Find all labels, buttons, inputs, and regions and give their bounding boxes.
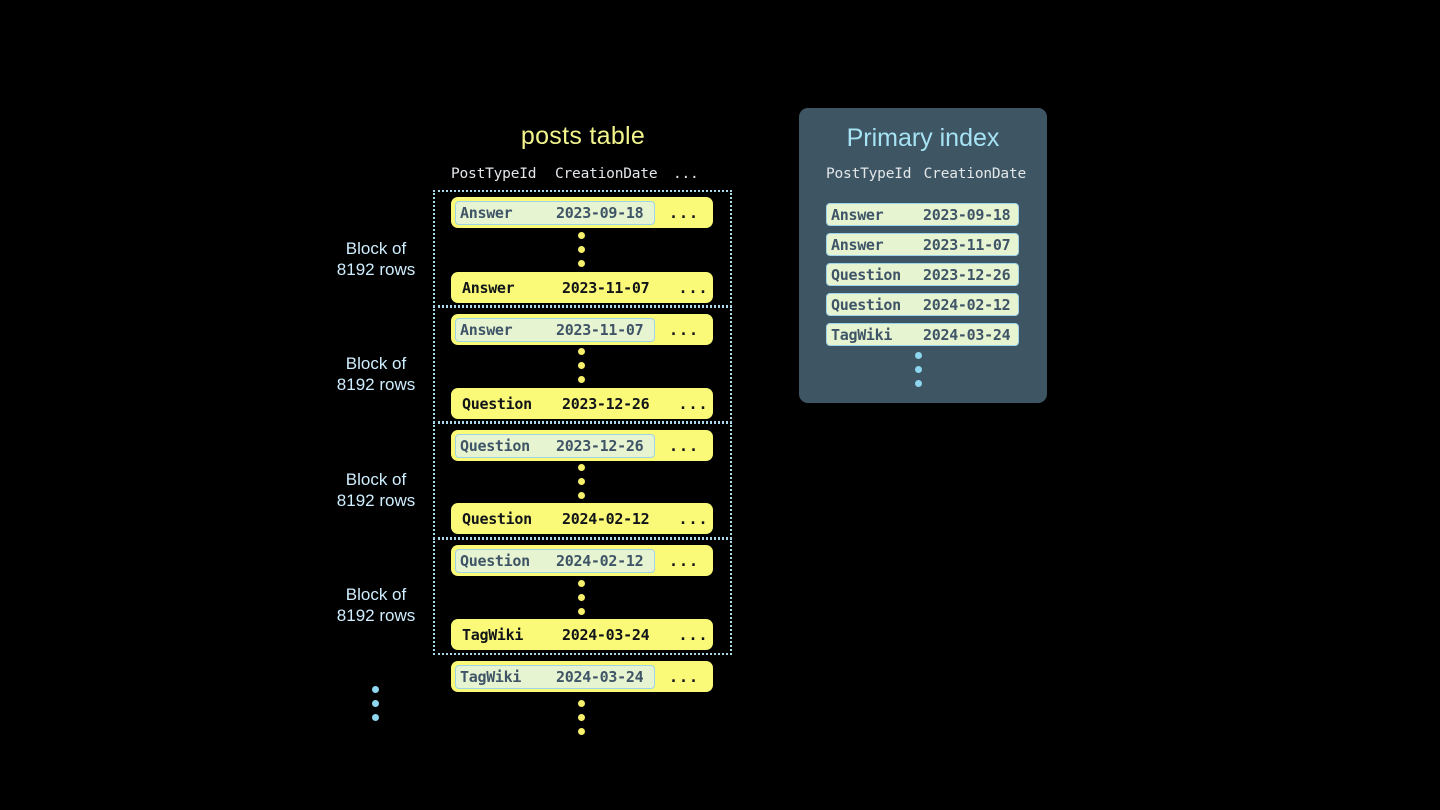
index-row: TagWiki 2024-03-24 <box>826 323 1019 346</box>
row-ellipsis-dots <box>578 580 585 615</box>
row-plain-text: Question 2023-12-26 <box>462 394 650 413</box>
table-row: Answer 2023-11-07 ... <box>451 314 713 345</box>
column-header-creationdate: CreationDate <box>555 166 658 182</box>
posts-table-title: posts table <box>520 122 646 150</box>
block-4 <box>433 538 732 655</box>
column-header-more: ... <box>673 166 699 182</box>
table-row: Question 2023-12-26 ... <box>451 430 713 461</box>
index-column-header-posttypeid: PostTypeId <box>826 166 912 182</box>
table-row: Answer 2023-11-07 ... <box>451 272 713 303</box>
table-row-trailing: TagWiki 2024-03-24 ... <box>451 661 713 692</box>
table-row: Question 2024-02-12 ... <box>451 503 713 534</box>
row-highlight-box: TagWiki 2024-03-24 <box>455 664 655 689</box>
index-row: Question 2023-12-26 <box>826 263 1019 286</box>
row-highlight-box: Answer 2023-11-07 <box>455 317 655 342</box>
row-ellipsis-dots <box>578 232 585 267</box>
index-row: Question 2024-02-12 <box>826 293 1019 316</box>
row-plain-text: Question 2024-02-12 <box>462 509 650 528</box>
index-row: Answer 2023-11-07 <box>826 233 1019 256</box>
column-header-posttypeid: PostTypeId <box>451 166 537 182</box>
block-4-label: Block of 8192 rows <box>336 585 416 625</box>
block-3-label: Block of 8192 rows <box>336 470 416 510</box>
row-ellipsis-dots <box>578 464 585 499</box>
index-continuation-dots <box>915 352 922 387</box>
primary-index-column-headers: PostTypeId CreationDate <box>826 166 1026 182</box>
row-highlight-box: Question 2024-02-12 <box>455 548 655 573</box>
row-highlight-box: Question 2023-12-26 <box>455 433 655 458</box>
primary-index-title: Primary index <box>846 124 1000 152</box>
blocks-continuation-dots <box>372 686 379 721</box>
table-row: TagWiki 2024-03-24 ... <box>451 619 713 650</box>
row-highlight-box: Answer 2023-09-18 <box>455 200 655 225</box>
row-plain-text: Answer 2023-11-07 <box>462 278 650 297</box>
index-column-header-creationdate: CreationDate <box>923 166 1027 182</box>
table-row: Question 2024-02-12 ... <box>451 545 713 576</box>
row-ellipsis-dots <box>578 348 585 383</box>
table-row: Answer 2023-09-18 ... <box>451 197 713 228</box>
block-1-label: Block of 8192 rows <box>336 239 416 279</box>
table-row: Question 2023-12-26 ... <box>451 388 713 419</box>
posts-table-column-headers: PostTypeId CreationDate ... <box>451 166 713 182</box>
table-continuation-dots <box>578 700 585 735</box>
index-row: Answer 2023-09-18 <box>826 203 1019 226</box>
block-2-label: Block of 8192 rows <box>336 354 416 394</box>
row-plain-text: TagWiki 2024-03-24 <box>462 625 650 644</box>
